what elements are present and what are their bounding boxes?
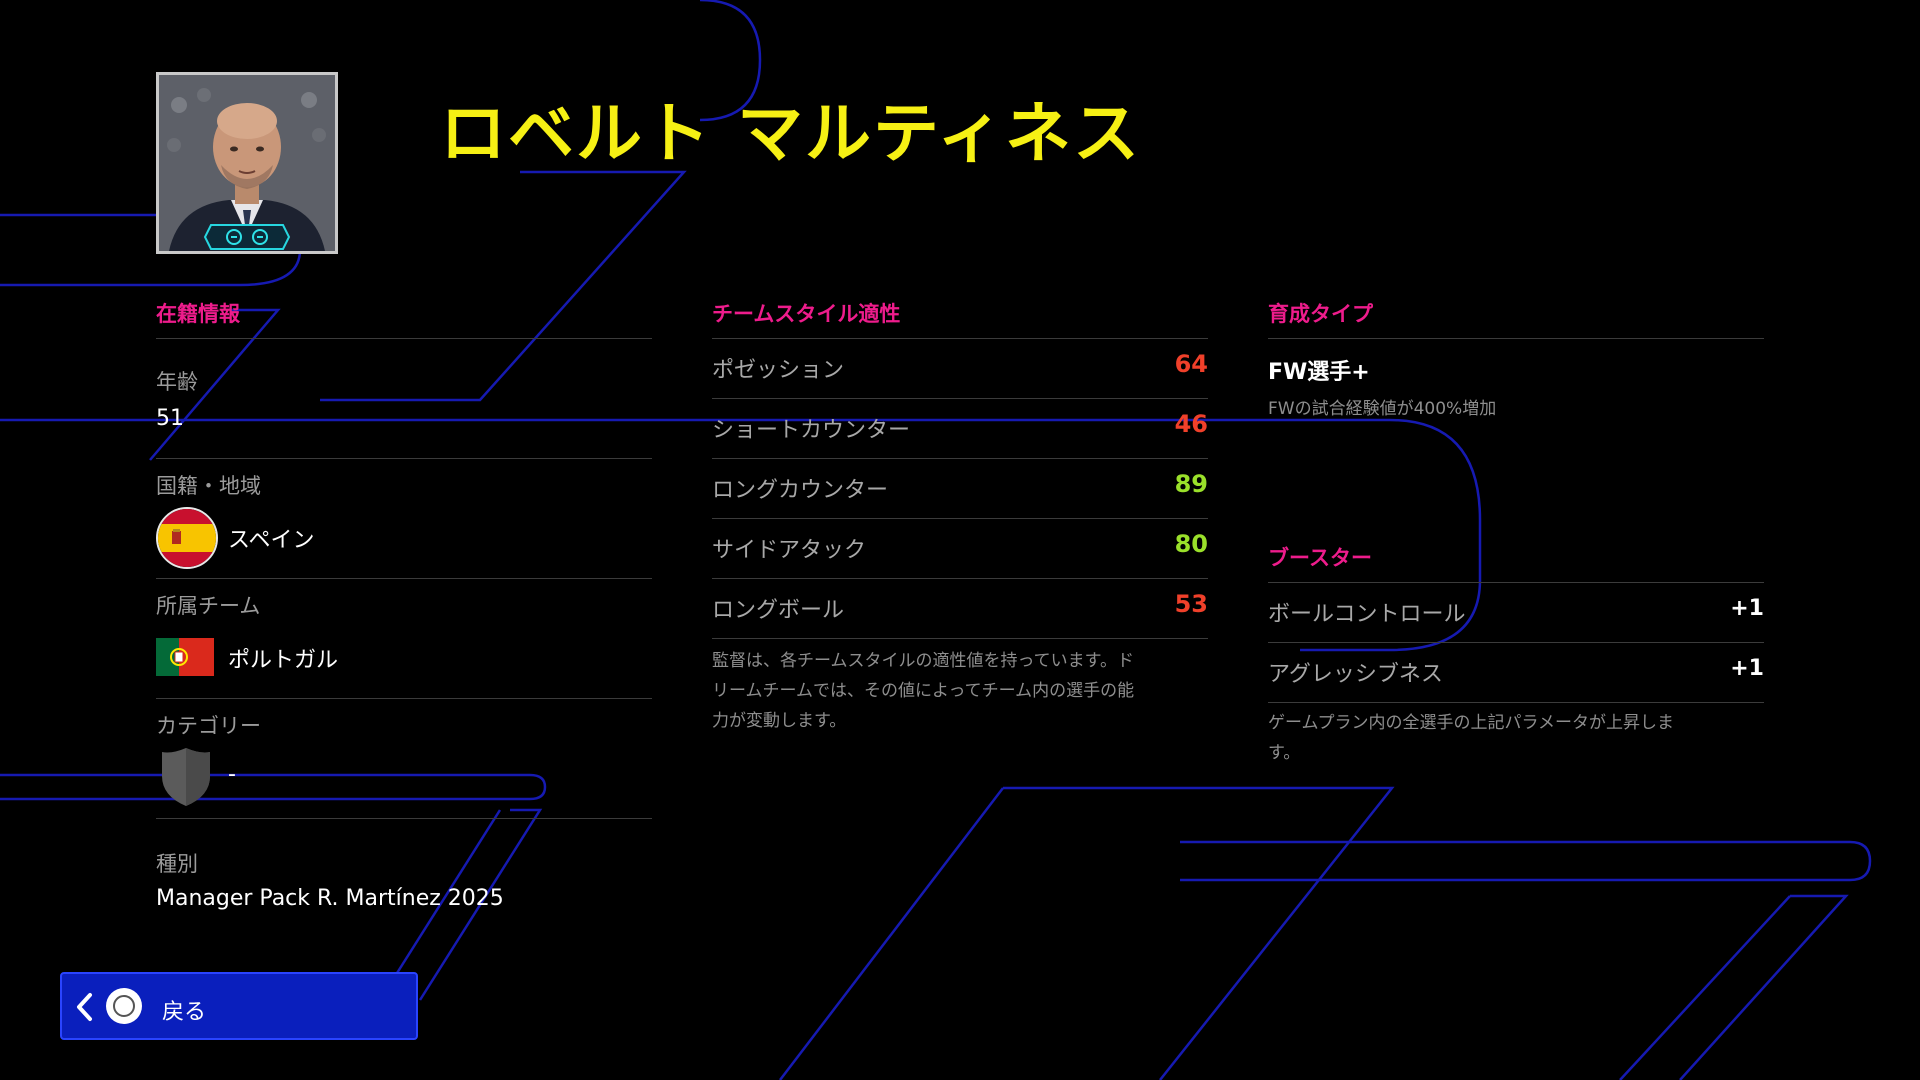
spain-flag-icon: [156, 507, 218, 569]
team-style-note-line: 力が変動します。: [712, 711, 847, 731]
back-button[interactable]: 戻る: [60, 972, 418, 1040]
booster-note: ゲームプラン内の全選手の上記パラメータが上昇しま す。: [1268, 708, 1764, 768]
team-label: 所属チーム: [156, 594, 261, 618]
booster-note-line: ゲームプラン内の全選手の上記パラメータが上昇しま: [1268, 713, 1674, 733]
team-style-section-title: チームスタイル適性: [712, 302, 901, 326]
team-style-note-line: 監督は、各チームスタイルの適性値を持っています。ド: [712, 651, 1134, 671]
divider: [1268, 702, 1764, 703]
team-style-label: サイドアタック: [712, 538, 867, 563]
divider: [1268, 582, 1764, 583]
team-style-label: ロングカウンター: [712, 478, 889, 503]
divider: [156, 578, 652, 579]
team-style-row: ショートカウンター 46: [712, 398, 1208, 458]
manager-name: ロベルト マルティネス: [440, 95, 1142, 172]
booster-value: +1: [1730, 656, 1764, 681]
team-style-note: 監督は、各チームスタイルの適性値を持っています。ド リームチームでは、その値によ…: [712, 646, 1208, 736]
team-style-row: サイドアタック 80: [712, 518, 1208, 578]
team-value: ポルトガル: [228, 648, 339, 673]
age-label: 年齢: [156, 370, 198, 394]
chevron-left-icon: [77, 993, 92, 1021]
divider: [712, 338, 1208, 339]
divider: [156, 698, 652, 699]
team-style-value: 64: [1174, 350, 1208, 378]
team-style-row: ロングボール 53: [712, 578, 1208, 638]
booster-value: +1: [1730, 596, 1764, 621]
booster-section-title: ブースター: [1268, 546, 1372, 570]
team-style-value: 89: [1174, 470, 1208, 498]
divider: [1268, 338, 1764, 339]
development-description: FWの試合経験値が400%増加: [1268, 399, 1497, 419]
shield-icon: [162, 748, 210, 806]
team-style-value: 46: [1174, 410, 1208, 438]
booster-note-line: す。: [1268, 743, 1301, 763]
divider: [712, 458, 1208, 459]
registration-section-title: 在籍情報: [156, 302, 240, 326]
portugal-flag-icon: [156, 638, 214, 676]
booster-label: ボールコントロール: [1268, 602, 1466, 627]
divider: [1268, 642, 1764, 643]
divider: [712, 578, 1208, 579]
team-style-value: 80: [1174, 530, 1208, 558]
development-type: FW選手+: [1268, 360, 1370, 385]
divider: [712, 638, 1208, 639]
category-value: -: [228, 762, 236, 787]
manager-portrait: [156, 72, 338, 254]
type-value: Manager Pack R. Martínez 2025: [156, 886, 504, 911]
divider: [156, 458, 652, 459]
team-style-row: ポゼッション 64: [712, 338, 1208, 398]
team-style-value: 53: [1174, 590, 1208, 618]
back-button-label: 戻る: [162, 1000, 207, 1025]
team-style-label: ポゼッション: [712, 358, 845, 383]
divider: [156, 818, 652, 819]
nationality-label: 国籍・地域: [156, 474, 261, 498]
booster-row: アグレッシブネス +1: [1268, 642, 1764, 702]
development-section-title: 育成タイプ: [1268, 302, 1373, 326]
category-label: カテゴリー: [156, 714, 261, 738]
manager-portrait-image: [159, 75, 335, 251]
team-style-label: ショートカウンター: [712, 418, 911, 443]
team-style-note-line: リームチームでは、その値によってチーム内の選手の能: [712, 681, 1135, 701]
circle-button-icon: [106, 988, 142, 1024]
age-value: 51: [156, 406, 184, 431]
nationality-value: スペイン: [228, 528, 315, 553]
team-style-row: ロングカウンター 89: [712, 458, 1208, 518]
type-label: 種別: [156, 852, 198, 876]
divider: [712, 518, 1208, 519]
team-style-label: ロングボール: [712, 598, 845, 623]
booster-row: ボールコントロール +1: [1268, 582, 1764, 642]
divider: [712, 398, 1208, 399]
booster-label: アグレッシブネス: [1268, 662, 1443, 687]
divider: [156, 338, 652, 339]
